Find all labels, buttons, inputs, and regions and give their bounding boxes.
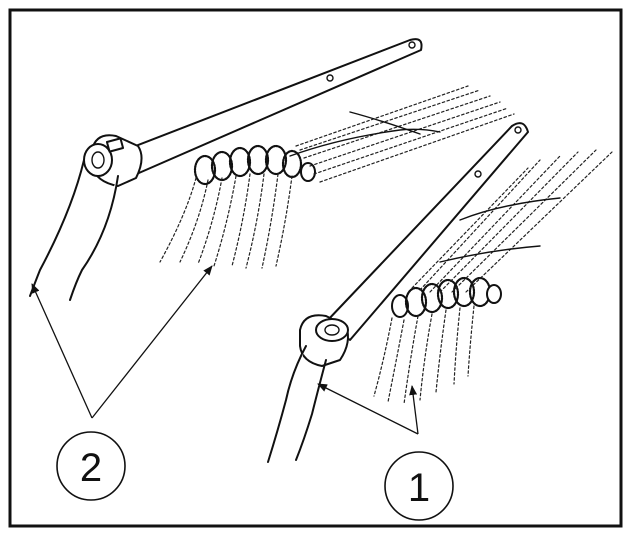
dotted-tines-2 bbox=[159, 173, 293, 269]
dotted-spring-tines-1 bbox=[411, 149, 613, 293]
tine-arm-assembly-2 bbox=[29, 38, 515, 301]
tine-wire bbox=[295, 359, 327, 461]
coil-bundle-2 bbox=[193, 144, 316, 186]
tine-wire bbox=[69, 175, 119, 301]
tine-wire bbox=[267, 345, 307, 463]
clamp-bore bbox=[315, 318, 349, 342]
callout-label-1: 1 bbox=[408, 466, 430, 510]
leader-lines bbox=[31, 265, 419, 435]
tine-wire bbox=[29, 159, 85, 297]
callout-circle-1 bbox=[384, 451, 454, 521]
tine-arm-assembly-1 bbox=[267, 122, 613, 463]
callout-1: 1 bbox=[384, 451, 454, 521]
dotted-spring-tines-2 bbox=[289, 85, 515, 183]
arm-hole bbox=[408, 41, 416, 49]
arm-bar-1 bbox=[325, 122, 529, 341]
arm-hole bbox=[474, 170, 482, 178]
drawing-frame bbox=[8, 8, 623, 528]
callout-circle-2 bbox=[56, 431, 126, 501]
clamp-bolt bbox=[105, 137, 125, 153]
callout-label-2: 2 bbox=[80, 446, 102, 490]
callout-2: 2 bbox=[56, 431, 126, 501]
dotted-tines-1 bbox=[373, 305, 475, 405]
arm-hole bbox=[326, 74, 334, 82]
arm-hole bbox=[514, 126, 522, 134]
arm-bar-2 bbox=[119, 38, 423, 177]
coil-bundle-1 bbox=[391, 276, 502, 318]
